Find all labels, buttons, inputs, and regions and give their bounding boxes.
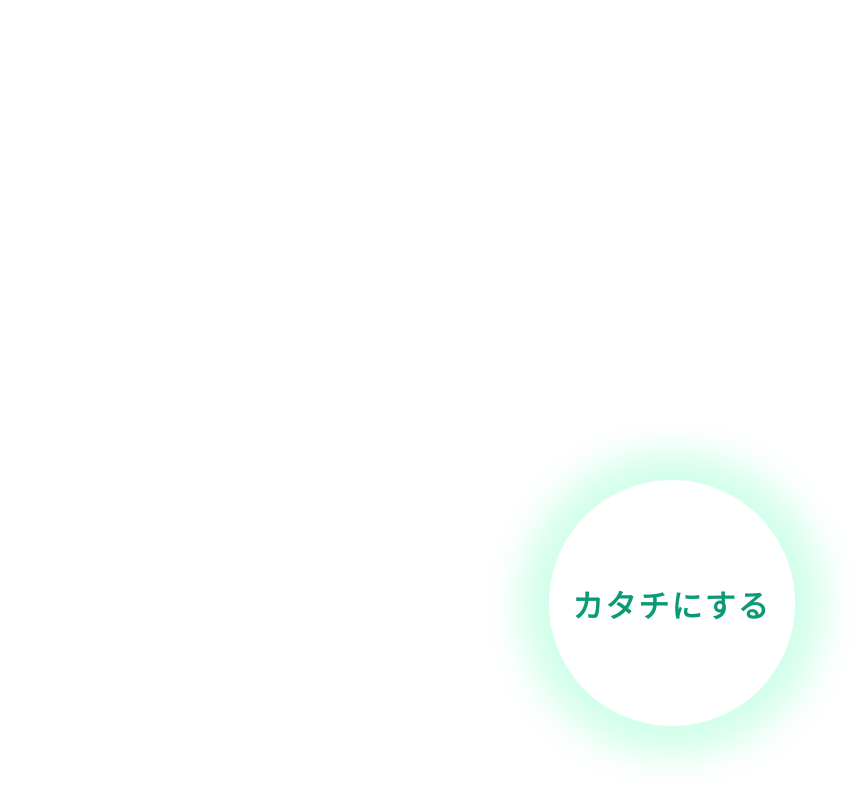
button-label: カタチにする — [572, 588, 772, 625]
katachi-ni-suru-button[interactable]: カタチにする — [549, 480, 795, 726]
